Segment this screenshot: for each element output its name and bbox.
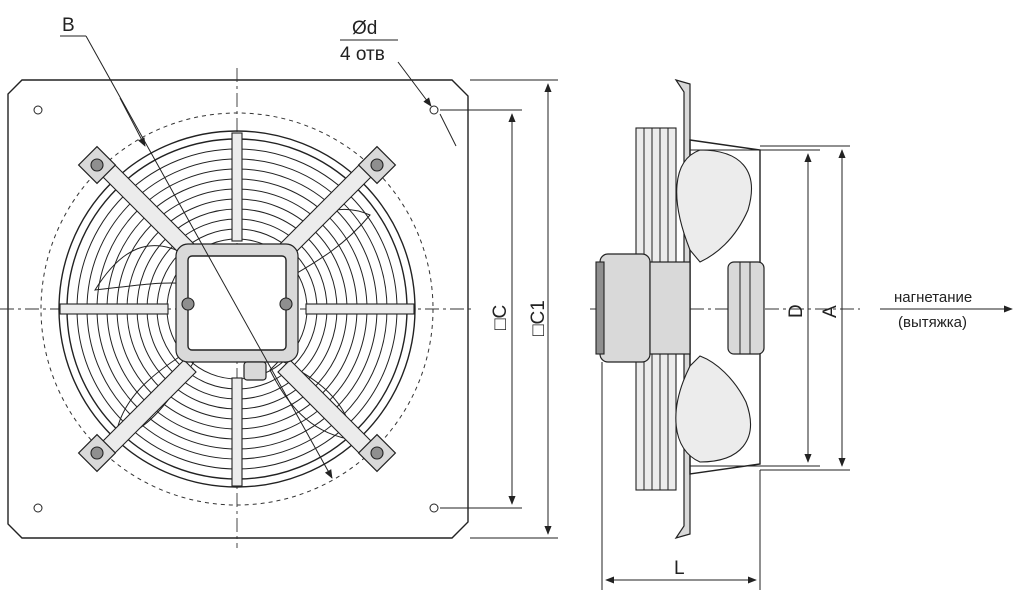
label-l: L <box>674 558 685 579</box>
label-hole-diameter: Ød <box>352 18 377 39</box>
label-holes-count: 4 отв <box>340 44 385 65</box>
motor-housing <box>175 243 299 381</box>
label-c1: □C1 <box>528 300 549 336</box>
b-dimension-line <box>85 35 333 479</box>
mounting-hole-top-left <box>33 105 43 115</box>
hole-leader-line-out <box>439 113 457 147</box>
mounting-hole-bottom-right <box>429 503 439 513</box>
side-blades <box>675 149 752 463</box>
label-flow-bottom: (вытяжка) <box>898 314 967 331</box>
front-view: B Ød 4 отв □C □C1 <box>0 15 558 548</box>
mounting-hole-top-right <box>429 105 439 115</box>
b-dimension-arrow-top <box>119 97 146 147</box>
label-flow-top: нагнетание <box>894 289 972 306</box>
arm-brackets <box>77 145 397 473</box>
diameter-b-circle <box>40 112 434 506</box>
mounting-hole-bottom-left <box>33 503 43 513</box>
guard-grille <box>58 130 416 488</box>
side-view: D A L нагнетание (вытяжка) <box>590 78 1013 590</box>
hole-leader-line-diag <box>397 61 432 107</box>
label-a: A <box>820 305 841 318</box>
label-c: □C <box>490 305 511 330</box>
label-b: B <box>62 15 75 36</box>
venturi-ring <box>689 139 761 475</box>
mounting-plate <box>7 79 469 539</box>
side-motor <box>595 253 765 363</box>
label-d: D <box>786 304 807 318</box>
